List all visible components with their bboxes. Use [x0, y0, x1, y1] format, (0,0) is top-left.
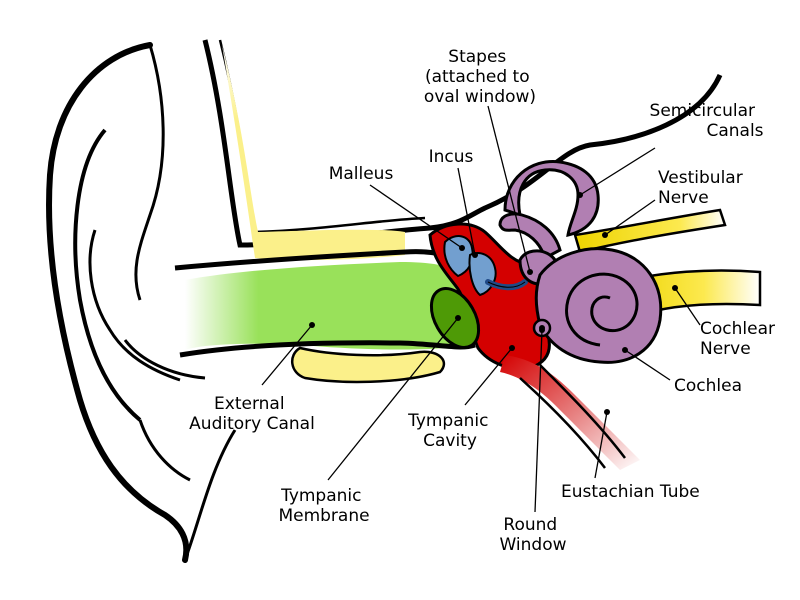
external-auditory-canal-label: External Auditory Canal [189, 394, 315, 434]
eustachian-tube-label: Eustachian Tube [561, 482, 700, 502]
incus-label: Incus [429, 147, 474, 167]
vestibular-nerve-label: Vestibular Nerve [658, 168, 748, 208]
cochlea-shape [534, 249, 661, 363]
cochlear-nerve-label: Cochlear Nerve [700, 319, 780, 359]
tympanic-membrane-label: Tympanic Membrane [278, 486, 369, 526]
eustachian-tube-shape [500, 355, 640, 470]
stapes-label: Stapes (attached to oval window) [424, 47, 536, 107]
round-window-label: Round Window [499, 515, 566, 555]
vestibular-nerve-shape [575, 210, 725, 252]
semicircular-canals-label: Semicircular Canals [650, 101, 764, 141]
malleus-label: Malleus [329, 164, 394, 184]
tympanic-cavity-label: Tympanic Cavity [407, 411, 494, 451]
cochlea-label: Cochlea [674, 376, 742, 396]
